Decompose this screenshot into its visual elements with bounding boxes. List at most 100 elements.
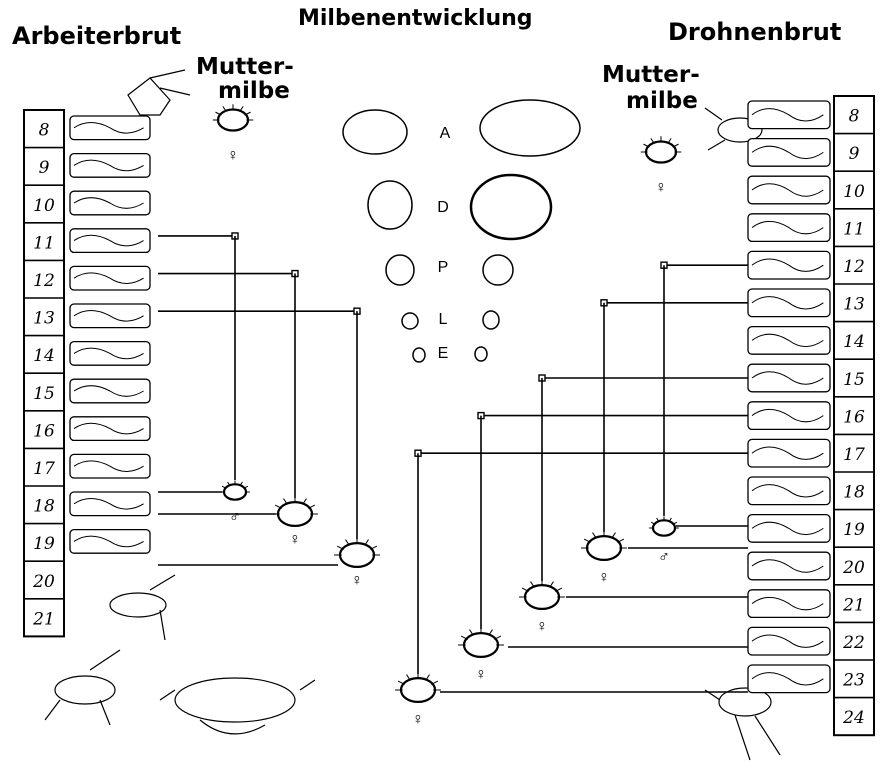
larva-segments xyxy=(751,108,824,122)
mite-leg xyxy=(425,674,430,681)
drone-offspring-mite xyxy=(651,519,677,537)
mite-leg xyxy=(460,635,468,640)
mite-leg xyxy=(239,481,243,487)
mite-leg xyxy=(406,674,411,681)
sex-symbol: ♀ xyxy=(655,179,667,196)
mite-leg xyxy=(488,629,493,636)
mother-mite-left-label-1: Mutter- xyxy=(196,54,294,80)
drone-offspring-mite xyxy=(462,631,500,658)
larva-segments xyxy=(73,159,144,172)
drone-day-21: 21 xyxy=(842,595,865,615)
mite-leg xyxy=(656,517,660,523)
drone-day-column xyxy=(833,95,875,737)
sex-symbol: ♀ xyxy=(598,569,610,586)
drone-day-19: 19 xyxy=(843,520,865,540)
larva-segments xyxy=(751,446,824,460)
drone-day-11: 11 xyxy=(843,219,865,239)
sex-symbol: ♀ xyxy=(536,618,548,635)
sex-symbol: ♂ xyxy=(658,549,670,566)
drone-day-15: 15 xyxy=(843,370,865,390)
mite-leg xyxy=(650,521,656,525)
mite-leg xyxy=(274,504,282,509)
sex-symbol: ♀ xyxy=(351,572,363,589)
drone-day-13: 13 xyxy=(843,295,865,315)
mother-mite-left xyxy=(216,108,250,132)
mite-leg xyxy=(336,545,344,550)
larva-segments xyxy=(751,596,824,611)
worker-day-11: 11 xyxy=(33,233,55,253)
mite-leg xyxy=(672,521,678,525)
mite-leg xyxy=(222,106,227,112)
worker-day-9: 9 xyxy=(39,158,50,178)
mite-leg xyxy=(494,635,502,640)
worker-day-17: 17 xyxy=(33,459,55,479)
larva-segments xyxy=(751,672,824,686)
mite-leg xyxy=(469,629,474,636)
drone-offspring-mite xyxy=(585,534,623,561)
mite-leg xyxy=(283,498,288,505)
drone-day-18: 18 xyxy=(843,483,865,503)
drone-day-16: 16 xyxy=(843,407,865,427)
mite-leg xyxy=(215,111,222,116)
worker-day-8: 8 xyxy=(39,121,50,141)
stage-letter-a: A xyxy=(440,125,451,142)
mite-leg xyxy=(617,538,625,543)
larva-segments xyxy=(73,309,144,322)
larva-segments xyxy=(751,484,824,498)
larva-segments xyxy=(73,535,144,548)
worker-day-18: 18 xyxy=(33,497,55,517)
worker-day-15: 15 xyxy=(33,384,55,404)
mite-leg xyxy=(345,539,350,546)
drone-day-9: 9 xyxy=(849,144,860,164)
mite-leg xyxy=(239,106,244,112)
larva-segments xyxy=(751,371,824,385)
larva-segments xyxy=(751,634,824,648)
drone-day-17: 17 xyxy=(843,445,865,465)
mite-leg xyxy=(227,481,231,487)
larva-segments xyxy=(73,497,144,510)
worker-day-13: 13 xyxy=(33,309,55,329)
larva-segments xyxy=(73,234,144,247)
mite-leg xyxy=(650,138,655,144)
larva-segments xyxy=(751,333,824,348)
mite-leg xyxy=(521,587,529,592)
larva-segments xyxy=(73,272,144,285)
larva-segments xyxy=(751,296,824,310)
mite-leg xyxy=(397,680,405,685)
drone-day-10: 10 xyxy=(843,182,865,202)
worker-day-16: 16 xyxy=(33,421,55,441)
mite-leg xyxy=(364,539,369,546)
worker-day-12: 12 xyxy=(33,271,55,291)
stage-mites xyxy=(342,99,581,363)
mother-mite-right-label-2: milbe xyxy=(626,88,698,114)
stage-letter-p: P xyxy=(438,259,449,276)
mite-leg xyxy=(308,504,316,509)
worker-offspring-mite xyxy=(276,501,314,528)
mite-leg xyxy=(668,517,672,523)
larva-segments xyxy=(751,183,824,197)
mite-leg xyxy=(431,680,439,685)
mite-leg xyxy=(370,545,378,550)
drone-day-20: 20 xyxy=(842,558,865,578)
mite-leg xyxy=(643,143,650,148)
mother-mite-right-label-1: Mutter- xyxy=(602,62,700,88)
larva-segments xyxy=(73,422,144,435)
larva-segments xyxy=(73,197,144,209)
worker-day-10: 10 xyxy=(33,196,55,216)
mite-leg xyxy=(243,485,249,489)
drone-day-24: 24 xyxy=(842,708,865,728)
worker-day-14: 14 xyxy=(33,346,55,366)
sex-symbol: ♀ xyxy=(475,666,487,683)
larva-segments xyxy=(751,258,824,272)
sex-symbol: ♀ xyxy=(227,147,239,164)
mite-leg xyxy=(549,581,554,588)
drone-brood-title: Drohnenbrut xyxy=(668,18,842,46)
mite-leg xyxy=(302,498,307,505)
worker-day-21: 21 xyxy=(32,609,55,629)
main-title: Milbenentwicklung xyxy=(298,6,533,31)
drone-day-23: 23 xyxy=(842,671,865,691)
sex-symbol: ♀ xyxy=(289,531,301,548)
larva-segments xyxy=(751,145,824,160)
larva-segments xyxy=(751,408,824,423)
